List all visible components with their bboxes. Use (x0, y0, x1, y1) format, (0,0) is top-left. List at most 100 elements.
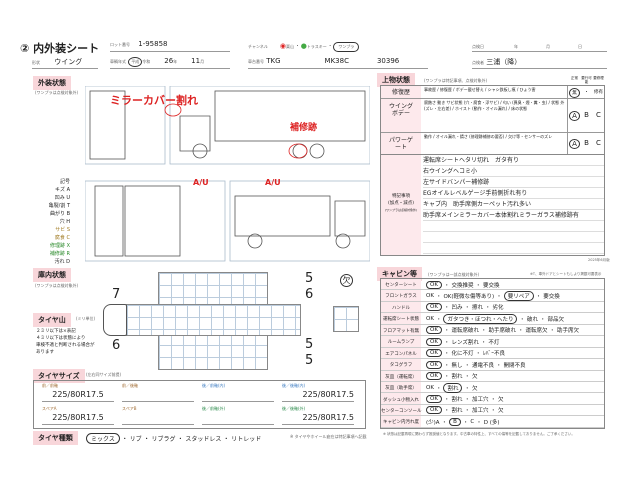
separator-dot: ・ (490, 408, 497, 415)
cabin-option[interactable]: 割れ (451, 397, 463, 403)
cabin-option[interactable]: OK (426, 337, 442, 346)
cabin-option[interactable]: 通電不良 (471, 362, 494, 369)
legend-key: 凹み (54, 195, 65, 201)
separator-dot: ・ (475, 282, 481, 289)
cabin-row-options: OK・割れ・加工穴・欠 (426, 405, 602, 416)
special-label: 特記事項(加点・減点)(ワンプラは点検対象外) (381, 193, 421, 214)
cabin-option[interactable]: 不灯 (488, 339, 500, 346)
legend-key: 汚れ (54, 259, 65, 265)
upper-choice[interactable]: B (584, 139, 589, 147)
tire-type-option[interactable]: リブラグ (151, 436, 176, 443)
special-note-line: EGオイルレベルゲージ手前側折れ有り (423, 188, 604, 199)
upper-choice[interactable]: 修有 (594, 89, 603, 95)
channel-field: チャンネル◉栗山 · ●トラスキー · ワンプラ (248, 42, 360, 52)
year-label: 車輌年式 (110, 59, 126, 64)
cabin-option[interactable]: 運転席破れ (451, 328, 479, 335)
cabin-option[interactable]: OK (426, 280, 442, 289)
cabin-option[interactable]: OK (426, 315, 434, 322)
cabin-option[interactable]: 割れ (451, 408, 463, 415)
cabin-option[interactable]: 欠 (471, 385, 478, 392)
separator-dot: ・ (443, 408, 450, 415)
separator-dot: ・ (464, 305, 470, 312)
tire-type-option[interactable]: リブ (129, 436, 142, 443)
separator-dot: ・ (443, 362, 450, 369)
cabin-option[interactable]: 劣化 (492, 305, 504, 312)
cabin-option[interactable]: 要リペア (503, 290, 534, 301)
legend-key: 修理跡 (49, 243, 65, 249)
legend-item: 補修跡 R (40, 250, 70, 258)
cabin-option[interactable]: 割れ (443, 382, 463, 393)
cabin-option[interactable]: OK (426, 372, 442, 381)
type-field: 形状 ウイング (32, 57, 98, 69)
tire-type-option[interactable]: ミックス (86, 433, 120, 444)
cabin-option[interactable]: OK(軽微な傷等あり) (443, 293, 495, 300)
cabin-row: 灰皿（助手席）OK・割れ・欠 (381, 382, 604, 394)
cabin-option[interactable]: ﾚﾊﾞｰ不良 (482, 351, 505, 358)
cabin-option[interactable]: OK (426, 406, 442, 415)
cabin-option[interactable]: 部品欠 (547, 316, 565, 323)
tire-type-option[interactable]: リトレッド (231, 436, 262, 443)
upper-choice[interactable]: A (569, 139, 580, 149)
upper-choice[interactable]: A (569, 111, 580, 121)
upper-choice[interactable]: B (584, 111, 589, 119)
upper-choice[interactable]: 無 (569, 87, 580, 98)
upper-choice[interactable]: C (596, 139, 601, 147)
cabin-option[interactable]: 欠 (498, 408, 504, 415)
cabin-option[interactable]: (少)A (426, 419, 440, 426)
cabin-option[interactable]: 欠 (498, 397, 504, 403)
cabin-option[interactable]: 欠 (471, 374, 478, 381)
cabin-option[interactable]: 交換推奨 (451, 282, 474, 289)
cabin-option[interactable]: 凹み (451, 305, 463, 312)
tire-size-value (202, 412, 274, 425)
cabin-option[interactable]: OK (426, 292, 434, 299)
separator-dot: ・ (464, 374, 470, 381)
cabin-option[interactable]: 要交換 (482, 282, 500, 289)
cabin-option[interactable]: 擦れ (471, 305, 483, 312)
cabin-option[interactable]: 加工穴 (471, 408, 489, 415)
page-title: ② 内外装シート (20, 42, 100, 55)
cabin-option[interactable]: 運転席欠 (525, 328, 548, 335)
cabin-option[interactable]: 要交換 (543, 293, 560, 300)
cabin-option[interactable]: 割れ (451, 374, 463, 381)
cabin-option[interactable]: D (多) (483, 419, 500, 426)
separator-dot: ・ (540, 316, 546, 323)
special-note-line: キャブ内 助手席側カーペット汚れ多い (423, 199, 604, 210)
separator-dot: ・ (443, 351, 450, 358)
cabin-option[interactable]: OK (426, 349, 442, 358)
upper-choice[interactable]: C (596, 111, 601, 119)
cabin-option[interactable]: 加工穴 (471, 397, 489, 403)
legend-code: R (66, 251, 70, 257)
legend-code: B (66, 211, 70, 217)
legend-key: 曲がり (49, 211, 65, 217)
cabin-option[interactable]: OK (426, 395, 442, 403)
cabin-option[interactable]: 無し (451, 362, 463, 369)
tire-size-label: 後／後軸(外) (282, 406, 306, 411)
legend-key: 補修跡 (49, 251, 65, 257)
inspector-label: 点検者 (472, 60, 484, 65)
cabin-option[interactable]: ガタつき・ほつれ・へたり (443, 313, 518, 324)
cabin-option[interactable]: C (470, 418, 475, 425)
cabin-option[interactable]: B (449, 417, 461, 426)
cabin-row-options: OK・交換推奨・要交換 (426, 279, 602, 290)
era-reiwa: 令和 (142, 59, 151, 64)
cabin-option[interactable]: レンズ割れ (451, 339, 479, 346)
tire-type-option[interactable]: スタッドレス (185, 436, 222, 443)
cabin-row-label: 灰皿（運転席） (385, 374, 417, 380)
tread-note-line: 車検不適と判断される場合が (36, 343, 95, 348)
separator-dot: ・ (443, 328, 450, 335)
cabin-option[interactable]: OK (426, 303, 442, 312)
cabin-option[interactable]: 化に不灯 (451, 351, 474, 358)
cabin-option[interactable]: 破れ (526, 316, 538, 323)
cabin-option[interactable]: 開閉不良 (503, 362, 526, 369)
cabin-option[interactable]: OK (426, 360, 442, 369)
cabin-row-label: センターコンソール (381, 408, 422, 414)
cabin-option[interactable]: OK (426, 384, 434, 391)
separator-dot: ・ (443, 339, 450, 346)
cabin-option[interactable]: 助手席破れ (488, 328, 516, 335)
upper-choice[interactable]: ・ (584, 89, 589, 95)
cabin-option[interactable]: OK (426, 326, 442, 335)
cabin-option[interactable]: 助手席欠 (557, 328, 580, 335)
